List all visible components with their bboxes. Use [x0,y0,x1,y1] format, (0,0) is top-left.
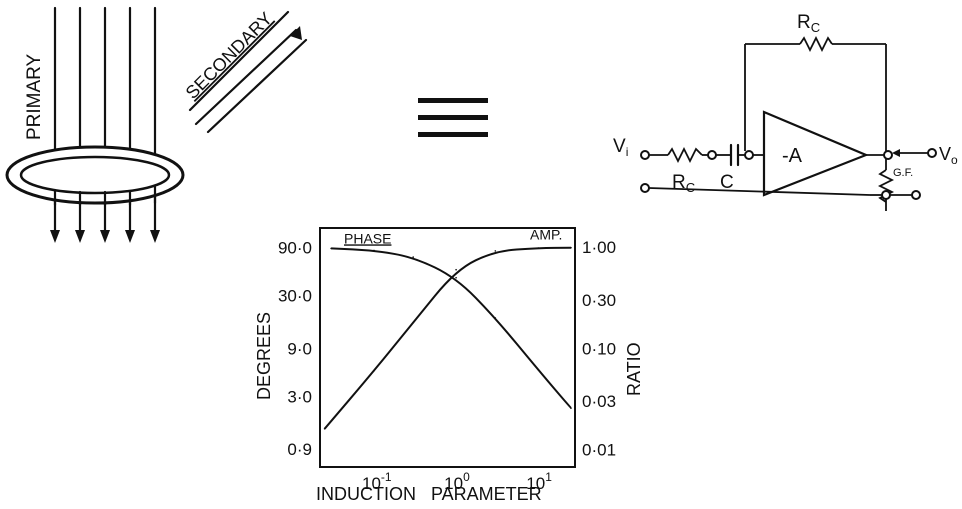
x-tick-label: 101 [526,470,552,493]
data-point [494,250,497,252]
ground-output-terminal [911,190,921,200]
secondary-field-lines [188,10,308,134]
input-terminal [640,150,650,160]
potentiometer-label: G.F. [893,167,913,179]
data-point [455,268,457,271]
amplifier-icon [762,110,869,197]
coil-inner [19,155,171,195]
x-tick-label: 100 [444,470,470,493]
equivalence-icon [418,98,488,137]
transformer-sketch: PRIMARY SECONDARY [5,6,308,243]
input-resistor-label: RC [672,172,695,195]
field-line [188,10,290,112]
left-tick-label: 0·9 [287,440,312,459]
data-point [373,249,375,252]
feedback-resistor-icon [799,35,833,53]
series-line-phase [331,247,572,410]
right-tick-label: 0·03 [582,392,616,411]
primary-flux-lines [50,6,160,243]
data-point [323,428,326,430]
input-resistor-icon [667,146,703,164]
output-terminal [927,148,937,158]
left-tick-label: 30·0 [278,287,312,306]
amplifier-label: -A [782,145,803,167]
right-tick-label: 0·30 [582,291,616,310]
analog-circuit: Vi Vi RC C -A RC RC RC [613,12,958,211]
phase-series-label: PHASE [344,230,391,246]
right-tick-label: 0·01 [582,440,616,459]
primary-label: PRIMARY [24,53,45,140]
right-tick-label: 0·10 [582,339,616,358]
data-point [494,317,497,319]
potentiometer-icon [877,169,895,203]
x-tick-label: 10-1 [362,470,392,493]
right-tick-label: 1·00 [582,238,616,257]
left-axis-label: DEGREES [254,312,274,400]
series-line-amp [323,246,572,430]
data-point [537,369,540,371]
left-tick-label: 90·0 [278,238,312,257]
input-label: Vi [613,136,628,159]
data-point [373,370,375,372]
capacitor-label: C [720,172,734,193]
field-line [194,28,298,126]
series-layer: PHASE AMP. [323,227,572,430]
down-arrow-icon [100,230,110,243]
right-axis: 1·00 0·30 0·10 0·03 0·01 [582,238,616,459]
output-label: Vo [939,144,958,167]
secondary-label: SECONDARY [182,8,277,103]
up-right-arrow-icon [290,26,302,40]
data-point [330,247,332,250]
down-arrow-icon [150,230,160,243]
field-line [206,38,308,134]
amp-series-label: AMP. [530,227,562,243]
data-point [570,407,572,409]
x-axis: 10-1 100 101 [362,470,552,493]
wiper-arrow-icon [892,149,900,157]
induction-chart: 90·0 30·0 9·0 3·0 0·9 1·00 0·30 0·10 0·03 0·01 1… [254,227,644,504]
feedback-resistor-label: RC [797,12,820,35]
data-point [455,276,457,279]
ground-terminal [640,183,650,193]
down-arrow-icon [50,230,60,243]
down-arrow-icon [75,230,85,243]
left-tick-label: 3·0 [287,387,312,406]
amp-output-node [883,150,893,160]
data-point [412,321,415,324]
data-point [537,247,540,249]
left-tick-label: 9·0 [287,339,312,358]
plot-frame [319,227,576,468]
down-arrow-icon [125,230,135,243]
left-axis: 90·0 30·0 9·0 3·0 0·9 [278,238,312,459]
x-axis-label: INDUCTION PARAMETER [316,484,542,504]
right-axis-label: RATIO [624,342,644,396]
data-point [570,246,572,249]
data-point [412,256,415,258]
